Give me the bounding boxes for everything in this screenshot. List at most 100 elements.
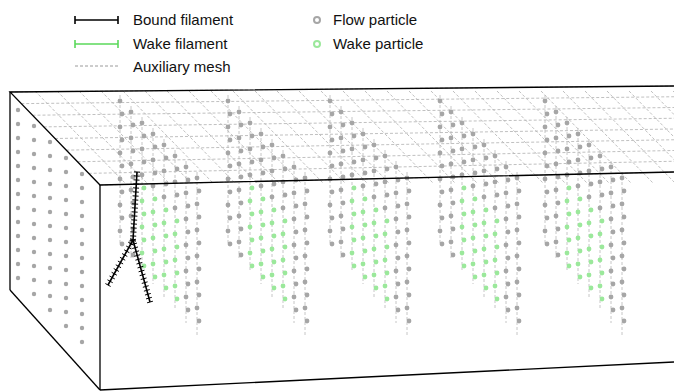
flow-particle: [506, 256, 511, 261]
flow-particle: [186, 308, 191, 313]
flow-particle: [394, 191, 399, 196]
flow-particle: [440, 112, 445, 117]
wake-particle: [493, 258, 498, 263]
mesh-line: [567, 117, 568, 271]
flow-particle: [153, 171, 158, 176]
filament-tick: [131, 215, 137, 216]
flow-particle: [405, 254, 410, 259]
flow-particle: [64, 240, 68, 244]
mesh-line: [473, 128, 474, 284]
flow-particle: [620, 306, 625, 311]
flow-particle: [554, 162, 559, 167]
wake-particle: [385, 245, 390, 250]
flow-particle: [16, 192, 20, 196]
wake-particle: [153, 223, 158, 228]
flow-particle: [482, 195, 487, 200]
flow-particle: [292, 269, 297, 274]
filament-segment: [133, 172, 137, 240]
flow-particle: [589, 156, 594, 161]
wake-particle: [283, 297, 288, 302]
filament-tick: [133, 251, 139, 253]
flow-particle: [556, 149, 561, 154]
flow-particle: [493, 180, 498, 185]
mesh-line: [451, 106, 452, 258]
flow-particle: [473, 171, 478, 176]
flow-particle: [372, 195, 377, 200]
mesh-line: [497, 91, 587, 183]
filament-tick: [140, 274, 146, 276]
flow-particle: [305, 267, 310, 272]
wake-particle: [151, 210, 156, 215]
flow-particle: [451, 201, 456, 206]
wake-particle: [140, 251, 145, 256]
flow-particle: [237, 188, 242, 193]
mesh-line: [33, 108, 674, 116]
flow-particle: [226, 177, 231, 182]
flow-particle: [303, 228, 308, 233]
wake-filament-sample: [75, 43, 118, 45]
filament-tick: [134, 179, 140, 180]
mesh-line: [343, 91, 433, 183]
flow-particle: [16, 150, 20, 154]
wake-particle: [350, 199, 355, 204]
wake-particle: [576, 262, 581, 267]
wake-particle: [385, 219, 390, 224]
flow-particle: [129, 110, 134, 115]
flow-particle: [16, 122, 20, 126]
legend-swatch: [313, 40, 321, 48]
flow-particle: [578, 145, 583, 150]
flow-particle: [622, 293, 627, 298]
flow-particle: [543, 151, 548, 156]
flow-particle: [248, 147, 253, 152]
wake-particle: [383, 232, 388, 237]
flow-particle: [184, 269, 189, 274]
wake-particle: [140, 199, 145, 204]
wake-particle: [471, 210, 476, 215]
filament-tick: [145, 293, 151, 295]
flow-particle: [554, 214, 559, 219]
auxiliary-mesh: [10, 86, 674, 336]
wake-particle: [484, 234, 489, 239]
flow-particle: [48, 224, 52, 228]
flow-particle: [438, 229, 443, 234]
flow-particle: [350, 121, 355, 126]
mesh-line: [629, 91, 674, 183]
mesh-line: [44, 118, 674, 127]
flow-particle: [16, 220, 20, 224]
flow-particle: [543, 177, 548, 182]
flow-particle: [554, 188, 559, 193]
filament-segment: [108, 240, 133, 285]
bound-filament-sample: [74, 16, 76, 24]
wake-particle: [372, 221, 377, 226]
filament-tick: [130, 231, 136, 232]
flow-particle: [620, 176, 625, 181]
flow-particle: [32, 236, 36, 240]
wake-particle: [140, 225, 145, 230]
flow-particle: [281, 154, 286, 159]
wake-particle: [350, 251, 355, 256]
flow-particle: [506, 178, 511, 183]
wake-particle: [587, 247, 592, 252]
flow-particle: [611, 204, 616, 209]
wake-particle: [142, 238, 147, 243]
flow-particle: [545, 242, 550, 247]
flow-particle: [396, 256, 401, 261]
flow-particle: [330, 242, 335, 247]
flow-particle: [248, 121, 253, 126]
flow-particle: [545, 164, 550, 169]
flow-particle: [589, 182, 594, 187]
wake-particle: [374, 286, 379, 291]
mesh-line: [55, 129, 674, 139]
flow-particle: [493, 206, 498, 211]
wake-particle: [153, 249, 158, 254]
flow-particle: [283, 167, 288, 172]
flow-particle: [460, 121, 465, 126]
wake-particle: [589, 260, 594, 265]
flow-particle: [131, 175, 136, 180]
flow-particle: [64, 184, 68, 188]
mesh-line: [440, 95, 441, 245]
flow-particle: [294, 204, 299, 209]
wake-particle: [248, 251, 253, 256]
flow-particle: [120, 216, 125, 221]
flow-particle: [462, 134, 467, 139]
